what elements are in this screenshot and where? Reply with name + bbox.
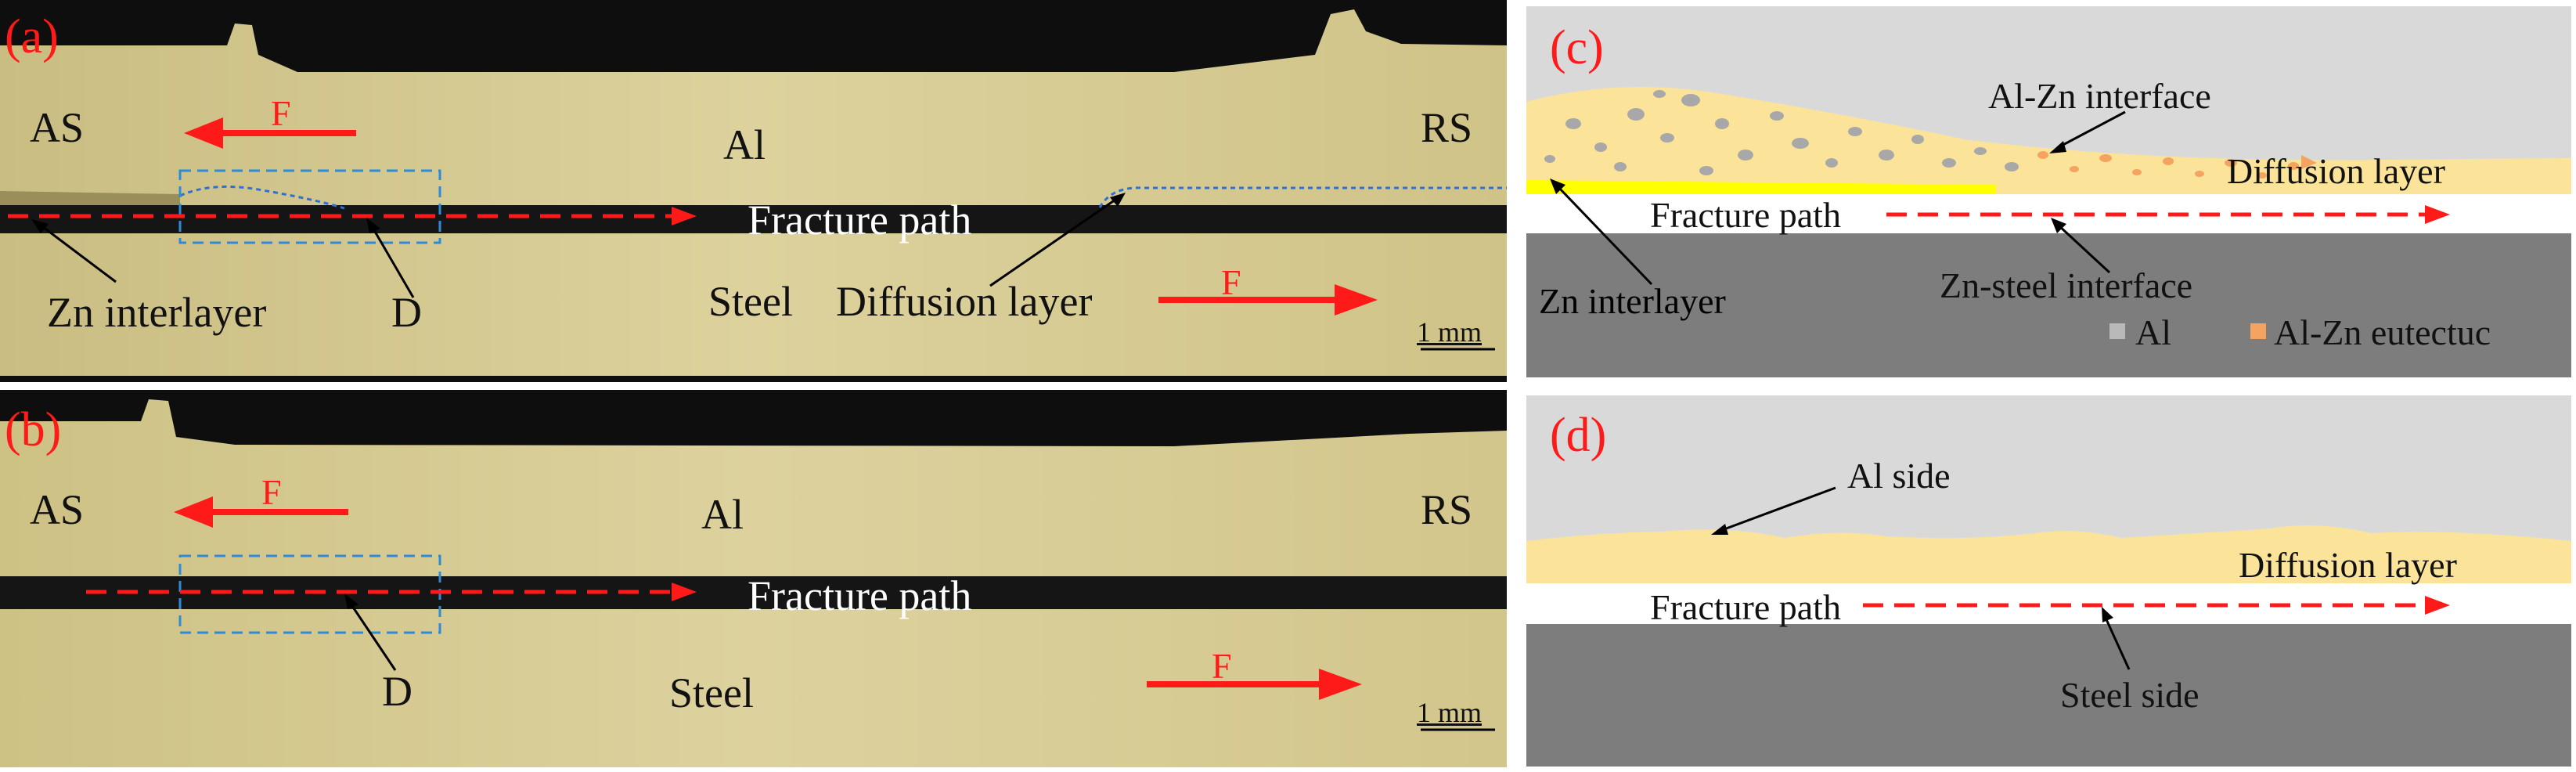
fracture-arrow-head	[672, 207, 697, 225]
panel-c-al-zn-interface-label: Al-Zn interface	[1988, 76, 2211, 116]
legend-swatch-eutectic	[2250, 323, 2266, 339]
panel-b-al-label: Al	[701, 491, 744, 538]
force-arrow-right-head	[1335, 284, 1378, 316]
steel-region	[0, 233, 1507, 376]
panel-c-legend-eutectic-label: Al-Zn eutectuc	[2274, 312, 2491, 352]
panel-c-graphics	[1526, 6, 2571, 377]
panel-c-tag: (c)	[1550, 21, 1604, 74]
panel-c-zn-interlayer-label: Zn interlayer	[1539, 281, 1726, 321]
panel-b-as-label: AS	[30, 486, 85, 533]
panel-d-schematic: (d) Al side Diffusion layer Fracture pat…	[1526, 395, 2571, 767]
al-region	[0, 399, 1507, 576]
panel-a-zn-interlayer-label: Zn interlayer	[47, 289, 267, 336]
panel-a-graphics	[0, 0, 1507, 382]
force-arrow-left-head	[174, 496, 213, 528]
panel-c-legend-al-label: Al	[2135, 312, 2171, 352]
panel-d-diffusion-layer-label: Diffusion layer	[2239, 545, 2457, 585]
panel-b-micrograph: (b) AS RS Al F Fracture path D Steel F 1…	[0, 390, 1507, 767]
zn-interlayer-strip	[1526, 180, 1996, 194]
panel-a-as-label: AS	[30, 104, 85, 151]
fracture-arrow-head	[2425, 205, 2450, 224]
steel-region	[1526, 233, 2571, 377]
force-arrow-left-head	[184, 117, 223, 149]
panel-a-force-right-label: F	[1221, 262, 1241, 302]
panel-a-region-d-label: D	[391, 289, 422, 336]
panel-d-fracture-path-label: Fracture path	[1650, 587, 1841, 627]
panel-d-al-side-label: Al side	[1847, 456, 1951, 496]
panel-c-zn-steel-interface-label: Zn-steel interface	[1940, 265, 2193, 305]
diffusion-outline-left	[179, 185, 345, 210]
panel-a-scale-label: 1 mm	[1417, 316, 1483, 348]
panel-a-fracture-path-label: Fracture path	[748, 197, 972, 244]
panel-a-al-label: Al	[723, 121, 766, 168]
region-d-box	[178, 554, 441, 634]
panel-a-tag: (a)	[5, 10, 59, 63]
region-d-box	[178, 169, 441, 244]
panel-b-tag: (b)	[5, 403, 62, 456]
panel-d-steel-side-label: Steel side	[2060, 675, 2200, 715]
panel-a-diffusion-layer-label: Diffusion layer	[836, 278, 1093, 325]
panel-b-force-right-label: F	[1212, 646, 1232, 686]
panel-b-fracture-path-label: Fracture path	[748, 572, 972, 619]
panel-b-force-left-label: F	[261, 472, 282, 512]
al-region	[0, 9, 1507, 205]
panel-d-graphics	[1526, 395, 2571, 767]
panel-a-steel-label: Steel	[708, 278, 793, 325]
panel-b-graphics	[0, 390, 1507, 767]
diffusion-layer	[1526, 525, 2571, 583]
panel-a-rs-label: RS	[1421, 104, 1473, 151]
legend-swatch-al	[2109, 323, 2125, 339]
fracture-arrow-head	[2425, 596, 2450, 615]
fracture-arrow-head	[672, 583, 697, 601]
panel-a-force-left-label: F	[271, 93, 291, 133]
al-particles	[1544, 90, 2019, 175]
eutectic-particles	[2037, 151, 2317, 179]
panel-b-steel-label: Steel	[669, 669, 754, 716]
panel-c-diffusion-layer-label: Diffusion layer	[2227, 151, 2445, 191]
steel-region	[1526, 624, 2571, 767]
panel-c-schematic: (c) Al-Zn interface Diffusion layer Frac…	[1526, 6, 2571, 377]
panel-c-fracture-path-label: Fracture path	[1650, 195, 1841, 235]
panel-a-micrograph: (a) AS RS Al F Fracture path Zn interlay…	[0, 0, 1507, 382]
panel-b-region-d-label: D	[382, 668, 413, 715]
diffusion-layer	[1526, 87, 2571, 194]
force-arrow-right-head	[1319, 669, 1362, 700]
panel-b-scale-label: 1 mm	[1417, 697, 1483, 728]
panel-d-tag: (d)	[1550, 409, 1607, 462]
panel-b-rs-label: RS	[1421, 486, 1473, 533]
steel-region	[0, 609, 1507, 767]
